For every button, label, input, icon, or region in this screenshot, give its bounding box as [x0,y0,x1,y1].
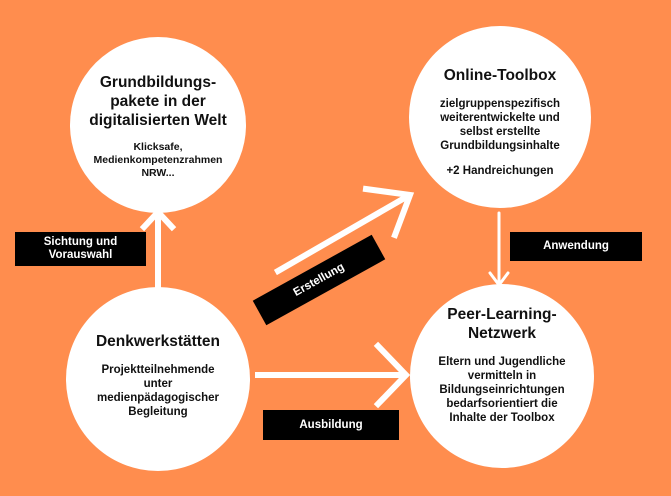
node-description: Eltern und Jugendliche vermitteln in Bil… [438,356,566,424]
node-description: zielgruppenspezifisch weiterentwickelte … [439,98,561,152]
arrow-diagonal [273,185,415,276]
node-title: Denkwerkstätten [95,333,221,350]
label-sichtung-vorauswahl: Sichtung und Vorauswahl [15,232,146,266]
node-title: Online-Toolbox [443,67,557,84]
node-description: Klicksafe, Medienkompetenzrahmen NRW... [93,141,223,179]
label-ausbildung: Ausbildung [263,410,399,440]
node-denkwerkstaetten: Denkwerkstätten Projektteilnehmende unte… [66,287,250,471]
node-description: Projektteilnehmende unter medienpädagogi… [96,364,220,418]
node-extra: +2 Handreichungen [446,165,554,177]
node-title: Peer-Learning- Netzwerk [447,306,557,342]
arrow-down [488,211,510,288]
arrow-up [139,207,177,298]
node-title: Grundbildungs- pakete in der digitalisie… [89,74,227,129]
arrow-right [255,341,411,409]
node-grundbildungspakete: Grundbildungs- pakete in der digitalisie… [70,37,246,213]
label-anwendung: Anwendung [510,232,642,261]
node-online-toolbox: Online-Toolbox zielgruppenspezifisch wei… [409,26,591,208]
node-peer-learning-netzwerk: Peer-Learning- Netzwerk Eltern und Jugen… [410,284,594,468]
